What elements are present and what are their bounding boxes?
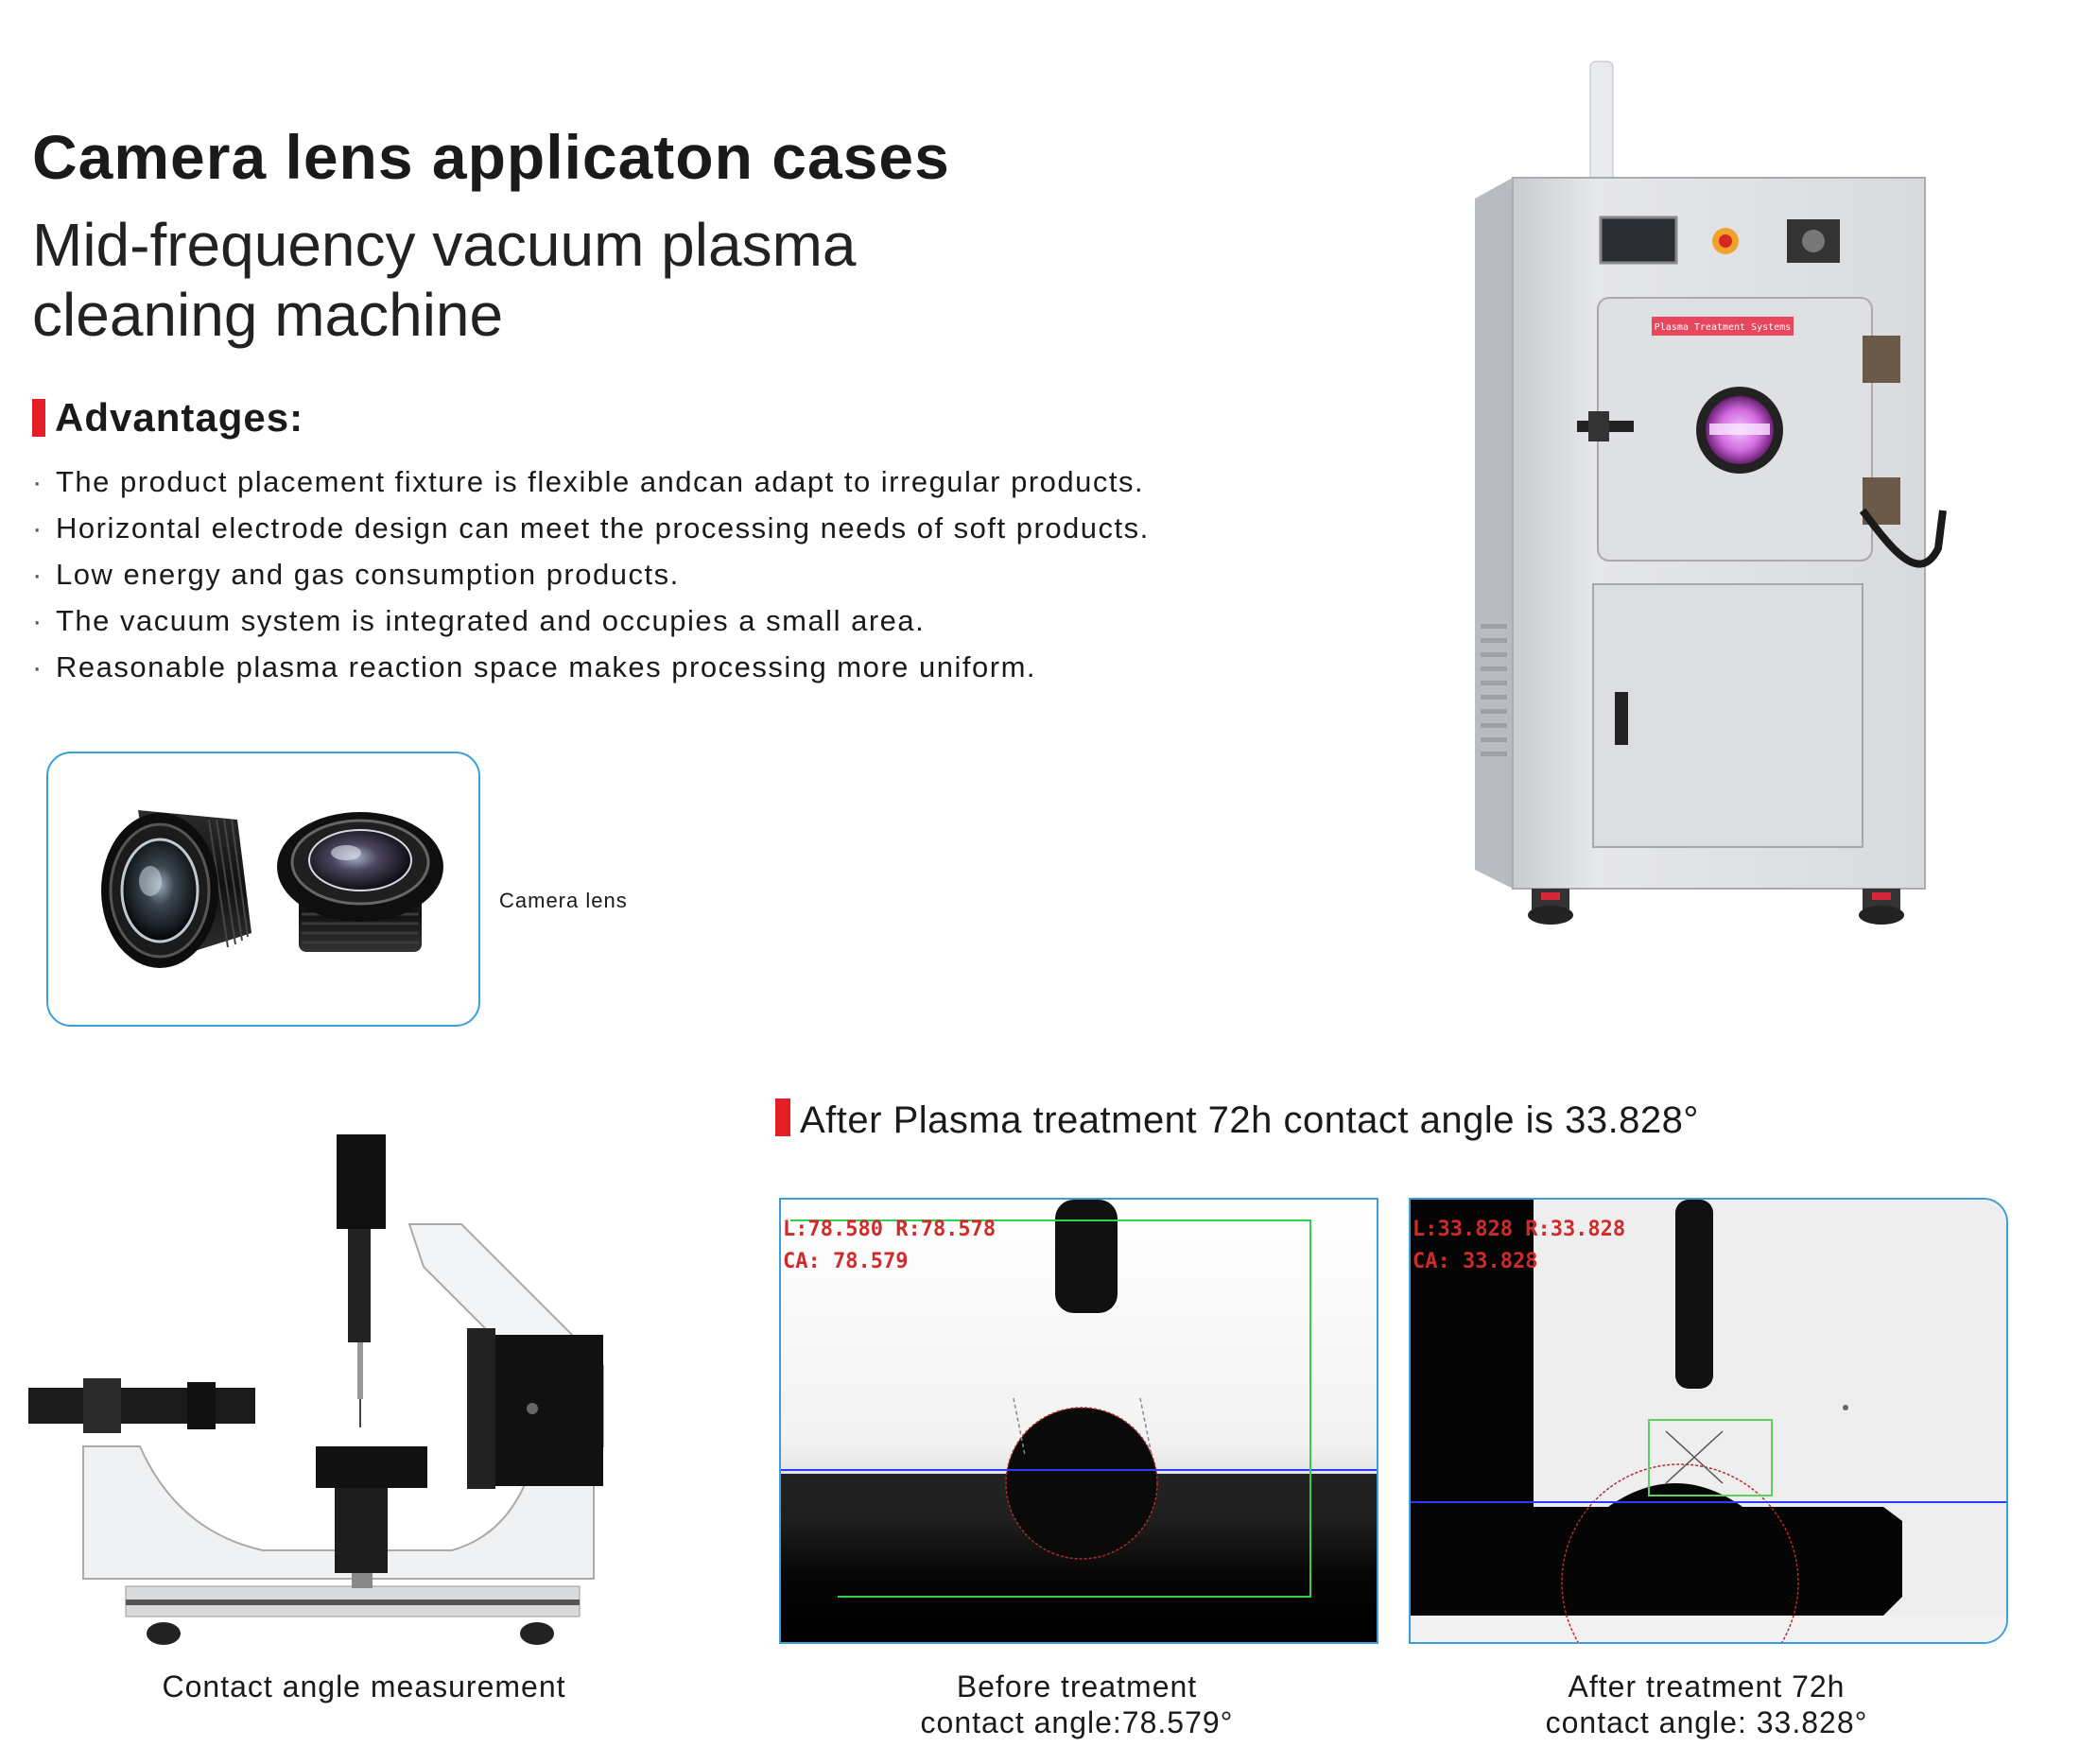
contact-angle-instrument-illustration (28, 1134, 604, 1645)
bullet-icon: · (32, 511, 43, 545)
list-item: ·Low energy and gas consumption products… (32, 558, 680, 591)
list-item: ·Reasonable plasma reaction space makes … (32, 650, 1037, 683)
machine-panel-label: Plasma Treatment Systems (1655, 322, 1792, 333)
list-item: ·Horizontal electrode design can meet th… (32, 511, 1150, 545)
red-marker-icon (775, 1098, 790, 1136)
after-readout-lr: L:33.828 R:33.828 (1413, 1218, 1625, 1241)
before-readout-ca: CA: 78.579 (783, 1250, 908, 1273)
camera-lens-image-box (46, 752, 480, 1027)
page-subtitle: Mid-frequency vacuum plasma cleaning mac… (32, 211, 857, 349)
advantages-heading-text: Advantages: (55, 395, 304, 440)
before-droplet-capture: L:78.580 R:78.578 CA: 78.579 (781, 1200, 1377, 1642)
list-item: ·The product placement fixture is flexib… (32, 465, 1145, 498)
instrument-caption: Contact angle measurement (162, 1669, 566, 1703)
after-treatment-image: L:33.828 R:33.828 CA: 33.828 (1409, 1198, 2008, 1644)
results-heading-text: After Plasma treatment 72h contact angle… (800, 1099, 1699, 1141)
bullet-icon: · (32, 465, 43, 498)
before-treatment-image: L:78.580 R:78.578 CA: 78.579 (779, 1198, 1378, 1644)
red-marker-icon (32, 399, 45, 437)
advantages-heading: Advantages: (32, 395, 303, 441)
bullet-icon: · (32, 650, 43, 683)
advantages-list: ·The product placement fixture is flexib… (32, 465, 1150, 697)
before-readout-lr: L:78.580 R:78.578 (783, 1218, 996, 1241)
bullet-icon: · (32, 604, 43, 637)
after-droplet-capture: L:33.828 R:33.828 CA: 33.828 (1411, 1200, 2006, 1642)
after-readout-ca: CA: 33.828 (1413, 1250, 1537, 1273)
camera-lens-illustration (101, 810, 443, 968)
plasma-machine-illustration: Plasma Treatment Systems (1475, 61, 1947, 925)
page-title: Camera lens applicaton cases (32, 122, 950, 192)
camera-lens-label: Camera lens (499, 889, 628, 912)
bullet-icon: · (32, 558, 43, 591)
after-caption: After treatment 72h contact angle: 33.82… (1545, 1669, 1868, 1739)
list-item: ·The vacuum system is integrated and occ… (32, 604, 926, 637)
results-heading: After Plasma treatment 72h contact angle… (775, 1098, 1699, 1142)
before-caption: Before treatment contact angle:78.579° (920, 1669, 1234, 1739)
